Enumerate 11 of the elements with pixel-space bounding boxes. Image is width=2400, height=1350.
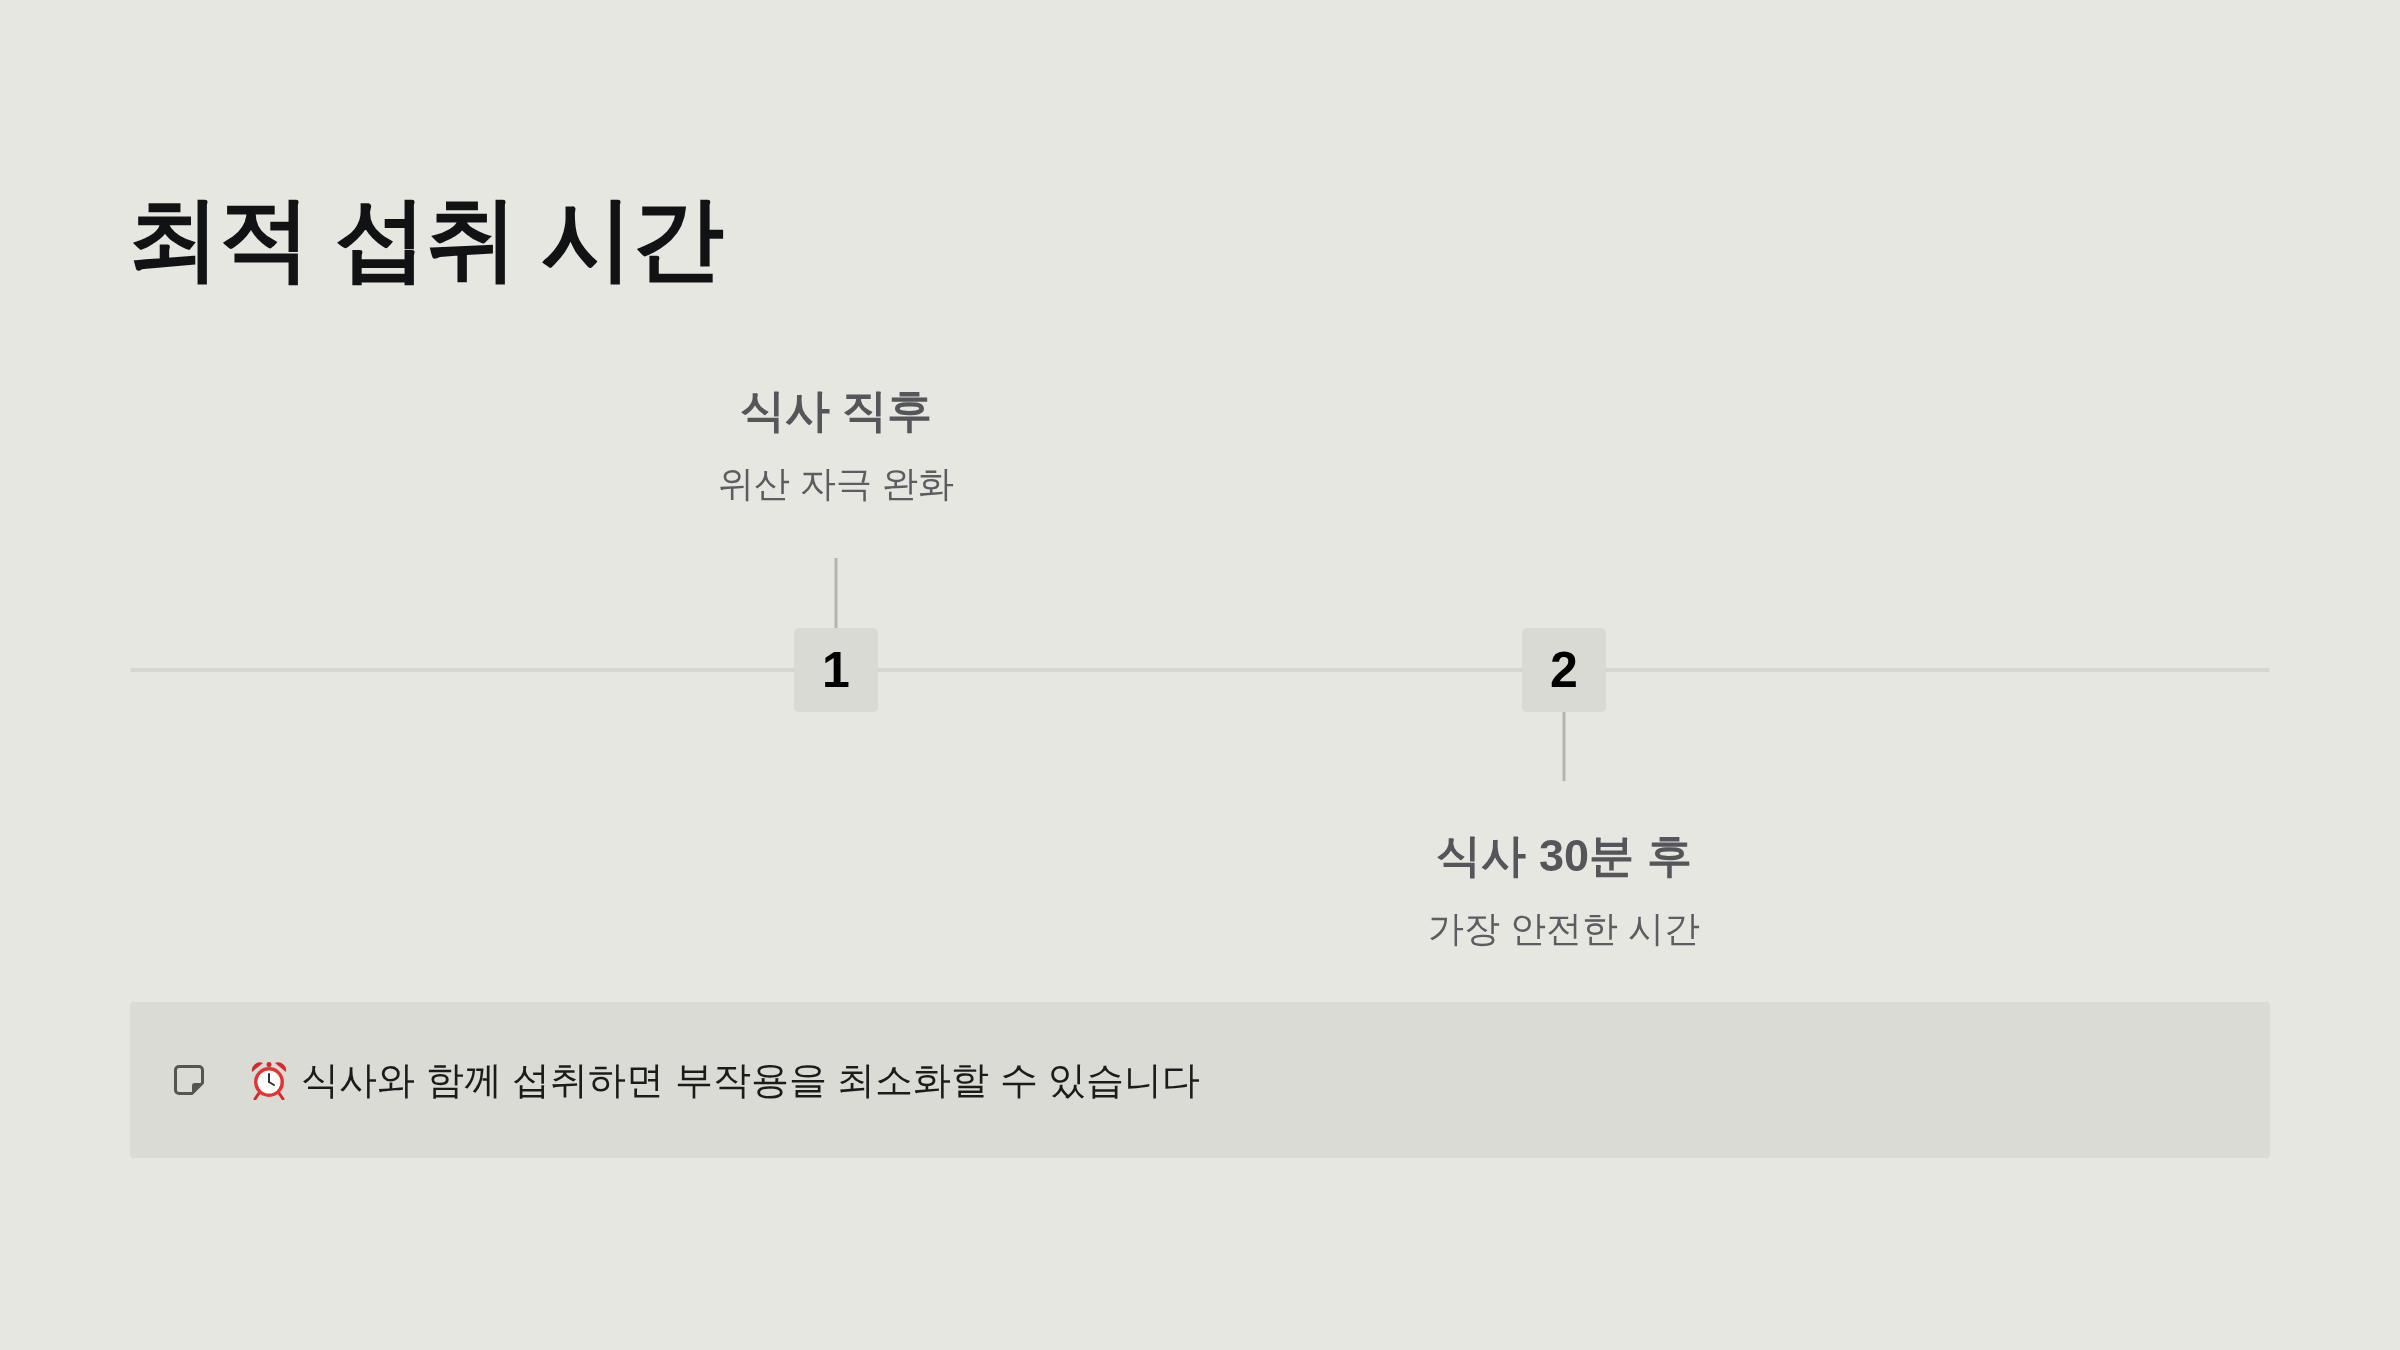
step-description: 가장 안전한 시간 <box>1428 906 1700 950</box>
connector-line <box>1562 712 1566 781</box>
note-text: 식사와 함께 섭취하면 부작용을 최소화할 수 있습니다 <box>301 1057 1201 1103</box>
slide-title: 최적 섭취 시간 <box>128 188 724 290</box>
step-marker: 2 <box>1522 628 1606 712</box>
step-heading: 식사 직후 <box>739 384 933 438</box>
step-marker: 1 <box>794 628 878 712</box>
connector-line <box>834 558 838 628</box>
step-description: 위산 자극 완화 <box>718 462 954 506</box>
note-panel <box>130 1002 2270 1158</box>
step-heading: 식사 30분 후 <box>1436 828 1692 883</box>
